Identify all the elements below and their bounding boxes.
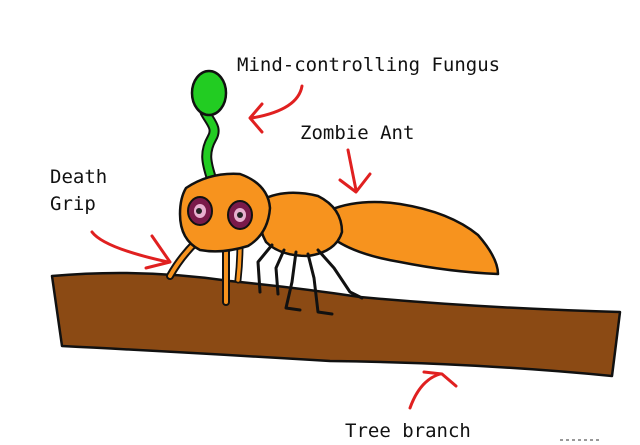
fungus-cap: [190, 69, 228, 117]
ant-head: [178, 172, 272, 253]
label-death-grip: Death Grip: [50, 164, 107, 218]
label-zombie-ant: Zombie Ant: [300, 122, 415, 144]
ant-abdomen: [328, 200, 500, 276]
arrow-zombie-ant: [338, 148, 372, 194]
tree-branch: [50, 271, 622, 378]
arrow-tree-branch: [408, 370, 458, 410]
ant-legs: [256, 243, 364, 316]
label-fungus: Mind-controlling Fungus: [237, 54, 501, 76]
arrow-fungus: [248, 84, 304, 134]
arrow-death-grip: [90, 230, 172, 270]
label-death-grip-line-1: Death: [50, 166, 108, 188]
ant-thorax: [258, 191, 344, 258]
ant-eyes: [187, 196, 253, 230]
label-death-grip-line-2: Grip: [50, 193, 96, 215]
label-tree-branch: Tree branch: [345, 420, 471, 442]
